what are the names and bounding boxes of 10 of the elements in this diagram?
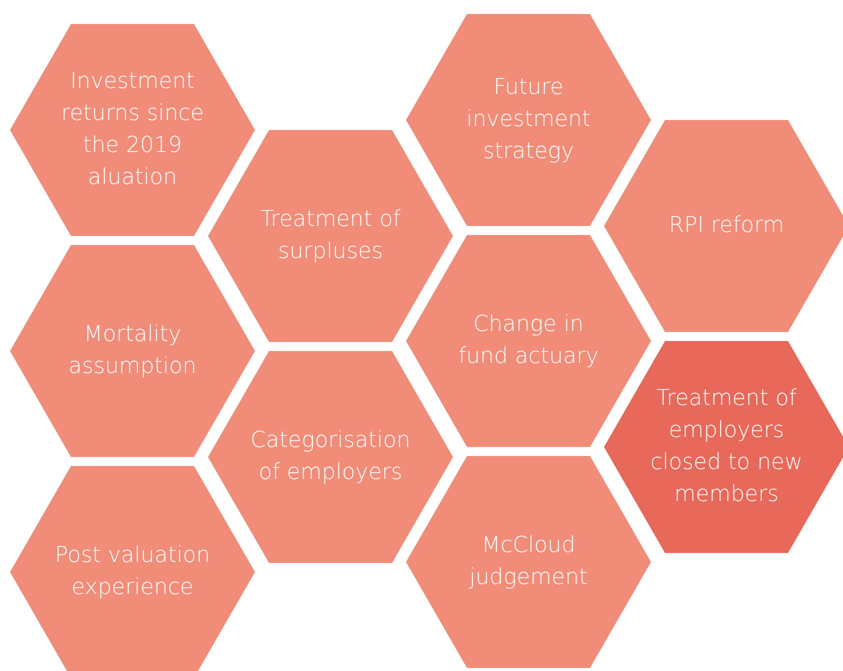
hexagon-label: Treatment of surpluses	[259, 206, 402, 266]
hexagon-label: Categorisation of employers	[250, 427, 412, 487]
hexagon-label: Change in fund actuary	[457, 311, 600, 371]
hexagon-label: Post valuation experience	[54, 542, 212, 602]
hexagon-label: McCloud judgement	[468, 532, 589, 592]
hexagon-label: Investment returns since the 2019 aluation	[60, 68, 205, 192]
hexagon-label: Future investment strategy	[465, 74, 592, 166]
hexagon-label: Treatment of employers closed to new members	[649, 385, 804, 509]
hexagon-label: RPI reform	[668, 212, 784, 240]
hexagon-label: Mortality assumption	[68, 321, 198, 381]
